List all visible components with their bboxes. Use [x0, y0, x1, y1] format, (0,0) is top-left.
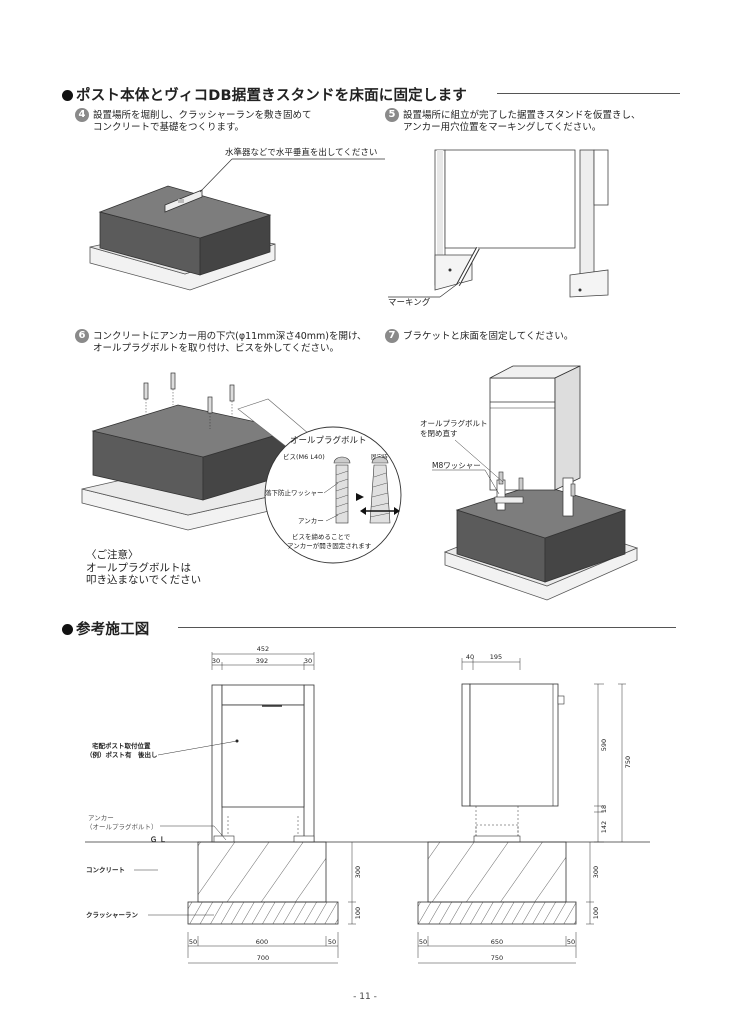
label-anchor: アンカー	[88, 814, 114, 822]
step-number: 4	[75, 108, 89, 122]
fig6-washer-label: 落下防止ワッシャー	[265, 488, 324, 497]
label-anchor-bolt: （オールプラグボルト）	[86, 822, 158, 831]
dim-front-bottom-50b: 50	[328, 938, 336, 946]
divider	[178, 627, 676, 628]
dim-front-bottom-50a: 50	[189, 938, 197, 946]
step-number: 7	[385, 329, 399, 343]
dim-side-750: 750	[624, 756, 632, 768]
figure-anchor-install: オールプラグボルト ビス(M6 L40) 固定時 落下防止ワッシャー アンカー …	[81, 372, 402, 564]
label-concrete: コンクリート	[86, 865, 125, 874]
fig7-label-washer: M8ワッシャー	[432, 461, 481, 470]
label-post-position: 宅配ポスト取付位置	[92, 741, 151, 750]
dim-side-300: 300	[592, 866, 600, 878]
label-post-example: （例）ポスト有 後出し	[86, 750, 158, 759]
fig6-anchor-label: アンカー	[298, 517, 324, 525]
dim-side-bottom-750: 750	[491, 954, 503, 962]
dim-side-142: 142	[600, 821, 608, 833]
fig6-note-1: ビスを締めることで	[292, 532, 351, 541]
dim-front-mid: 392	[256, 657, 268, 665]
side-view: 40 195 590 18 142 750 300 100	[417, 653, 632, 964]
dim-side-bottom-50b: 50	[567, 938, 575, 946]
dim-side-590: 590	[600, 739, 608, 751]
label-gl: Ｇ Ｌ	[150, 835, 166, 844]
dim-side-40: 40	[466, 653, 474, 661]
fig6-note-2: アンカーが開き固定されます	[287, 541, 372, 550]
dim-front-left: 30	[212, 657, 220, 665]
dim-side-100: 100	[592, 907, 600, 919]
fig4-label: 水準器などで水平垂直を出してください	[225, 147, 377, 158]
dim-front-total: 452	[257, 645, 269, 653]
fig5-label: マーキング	[388, 297, 431, 308]
dim-side-bottom-50a: 50	[419, 938, 427, 946]
figure-bracket-fix: オールプラグボルト を閉め直す M8ワッシャー	[420, 365, 639, 601]
dim-front-300: 300	[354, 866, 362, 878]
dim-front-right: 30	[304, 657, 312, 665]
fig6-screw-label: ビス(M6 L40)	[283, 452, 325, 461]
fig7-label-bolt-1: オールプラグボルト	[420, 418, 488, 428]
dim-front-100: 100	[354, 907, 362, 919]
fig7-label-bolt-2: を閉め直す	[420, 428, 458, 438]
section-title-reference: 参考施工図	[62, 618, 150, 639]
dim-front-bottom-700: 700	[257, 954, 269, 962]
section-title-fix: ポスト本体とヴィコDB据置きスタンドを床面に固定します	[62, 84, 467, 105]
label-crusher-run: クラッシャーラン	[86, 910, 139, 919]
page-number: - 11 -	[353, 992, 377, 1002]
bullet-icon	[62, 90, 73, 101]
step-number: 5	[385, 108, 399, 122]
bullet-icon	[62, 624, 73, 635]
step-number: 6	[75, 329, 89, 343]
front-view: 452 30 392 30 宅配ポスト取付位置 （例）ポスト有 後出し アンカー…	[86, 645, 362, 964]
dim-front-bottom-600: 600	[256, 938, 268, 946]
divider	[497, 93, 680, 94]
fig6-circle-title: オールプラグボルト	[290, 435, 367, 446]
dim-side-bottom-650: 650	[491, 938, 503, 946]
figure-stand-marking: マーキング	[388, 149, 609, 308]
caution-note: 〈ご注意〉 オールプラグボルトは 叩き込まないでください	[86, 549, 202, 586]
construction-drawing: 452 30 392 30 宅配ポスト取付位置 （例）ポスト有 後出し アンカー…	[85, 645, 650, 964]
figure-foundation-level: 水準器などで水平垂直を出してください	[89, 147, 385, 291]
dim-side-195: 195	[490, 653, 502, 661]
dim-side-18: 18	[600, 805, 608, 813]
